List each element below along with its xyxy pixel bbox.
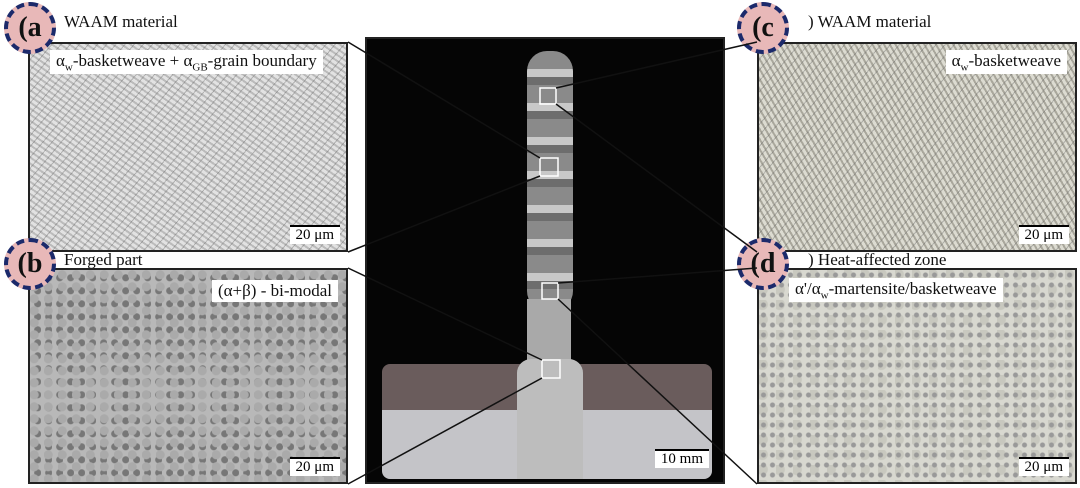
deposit-wall — [527, 51, 573, 311]
caption-b: (α+β) - bi-modal — [211, 280, 338, 302]
specimen-photo: 10 mm — [365, 37, 725, 484]
badge-d: (d — [737, 238, 789, 290]
micrograph-d: α'/αw-martensite/basketweave 20 μm — [757, 268, 1077, 484]
badge-b: (b — [4, 238, 56, 290]
title-d: ) Heat-affected zone — [808, 250, 947, 269]
scale-bar-center: 10 mm — [654, 449, 709, 468]
forged-web — [517, 359, 583, 479]
scale-bar-c: 20 μm — [1018, 225, 1069, 244]
title-a: WAAM material — [64, 12, 178, 31]
caption-d: α'/αw-martensite/basketweave — [789, 278, 1003, 303]
title-c: ) WAAM material — [808, 12, 932, 31]
scale-bar-b: 20 μm — [289, 457, 340, 476]
micrograph-b: (α+β) - bi-modal 20 μm — [28, 268, 348, 484]
badge-a: (a — [4, 2, 56, 54]
caption-a: αw-basketweave + αGB-grain boundary — [50, 50, 323, 75]
micrograph-c: αw-basketweave 20 μm — [757, 42, 1077, 252]
title-b: Forged part — [64, 250, 143, 269]
caption-c: αw-basketweave — [945, 50, 1067, 75]
badge-c: (c — [737, 2, 789, 54]
scale-bar-a: 20 μm — [289, 225, 340, 244]
micrograph-a: αw-basketweave + αGB-grain boundary 20 μ… — [28, 42, 348, 252]
scale-bar-d: 20 μm — [1018, 457, 1069, 476]
